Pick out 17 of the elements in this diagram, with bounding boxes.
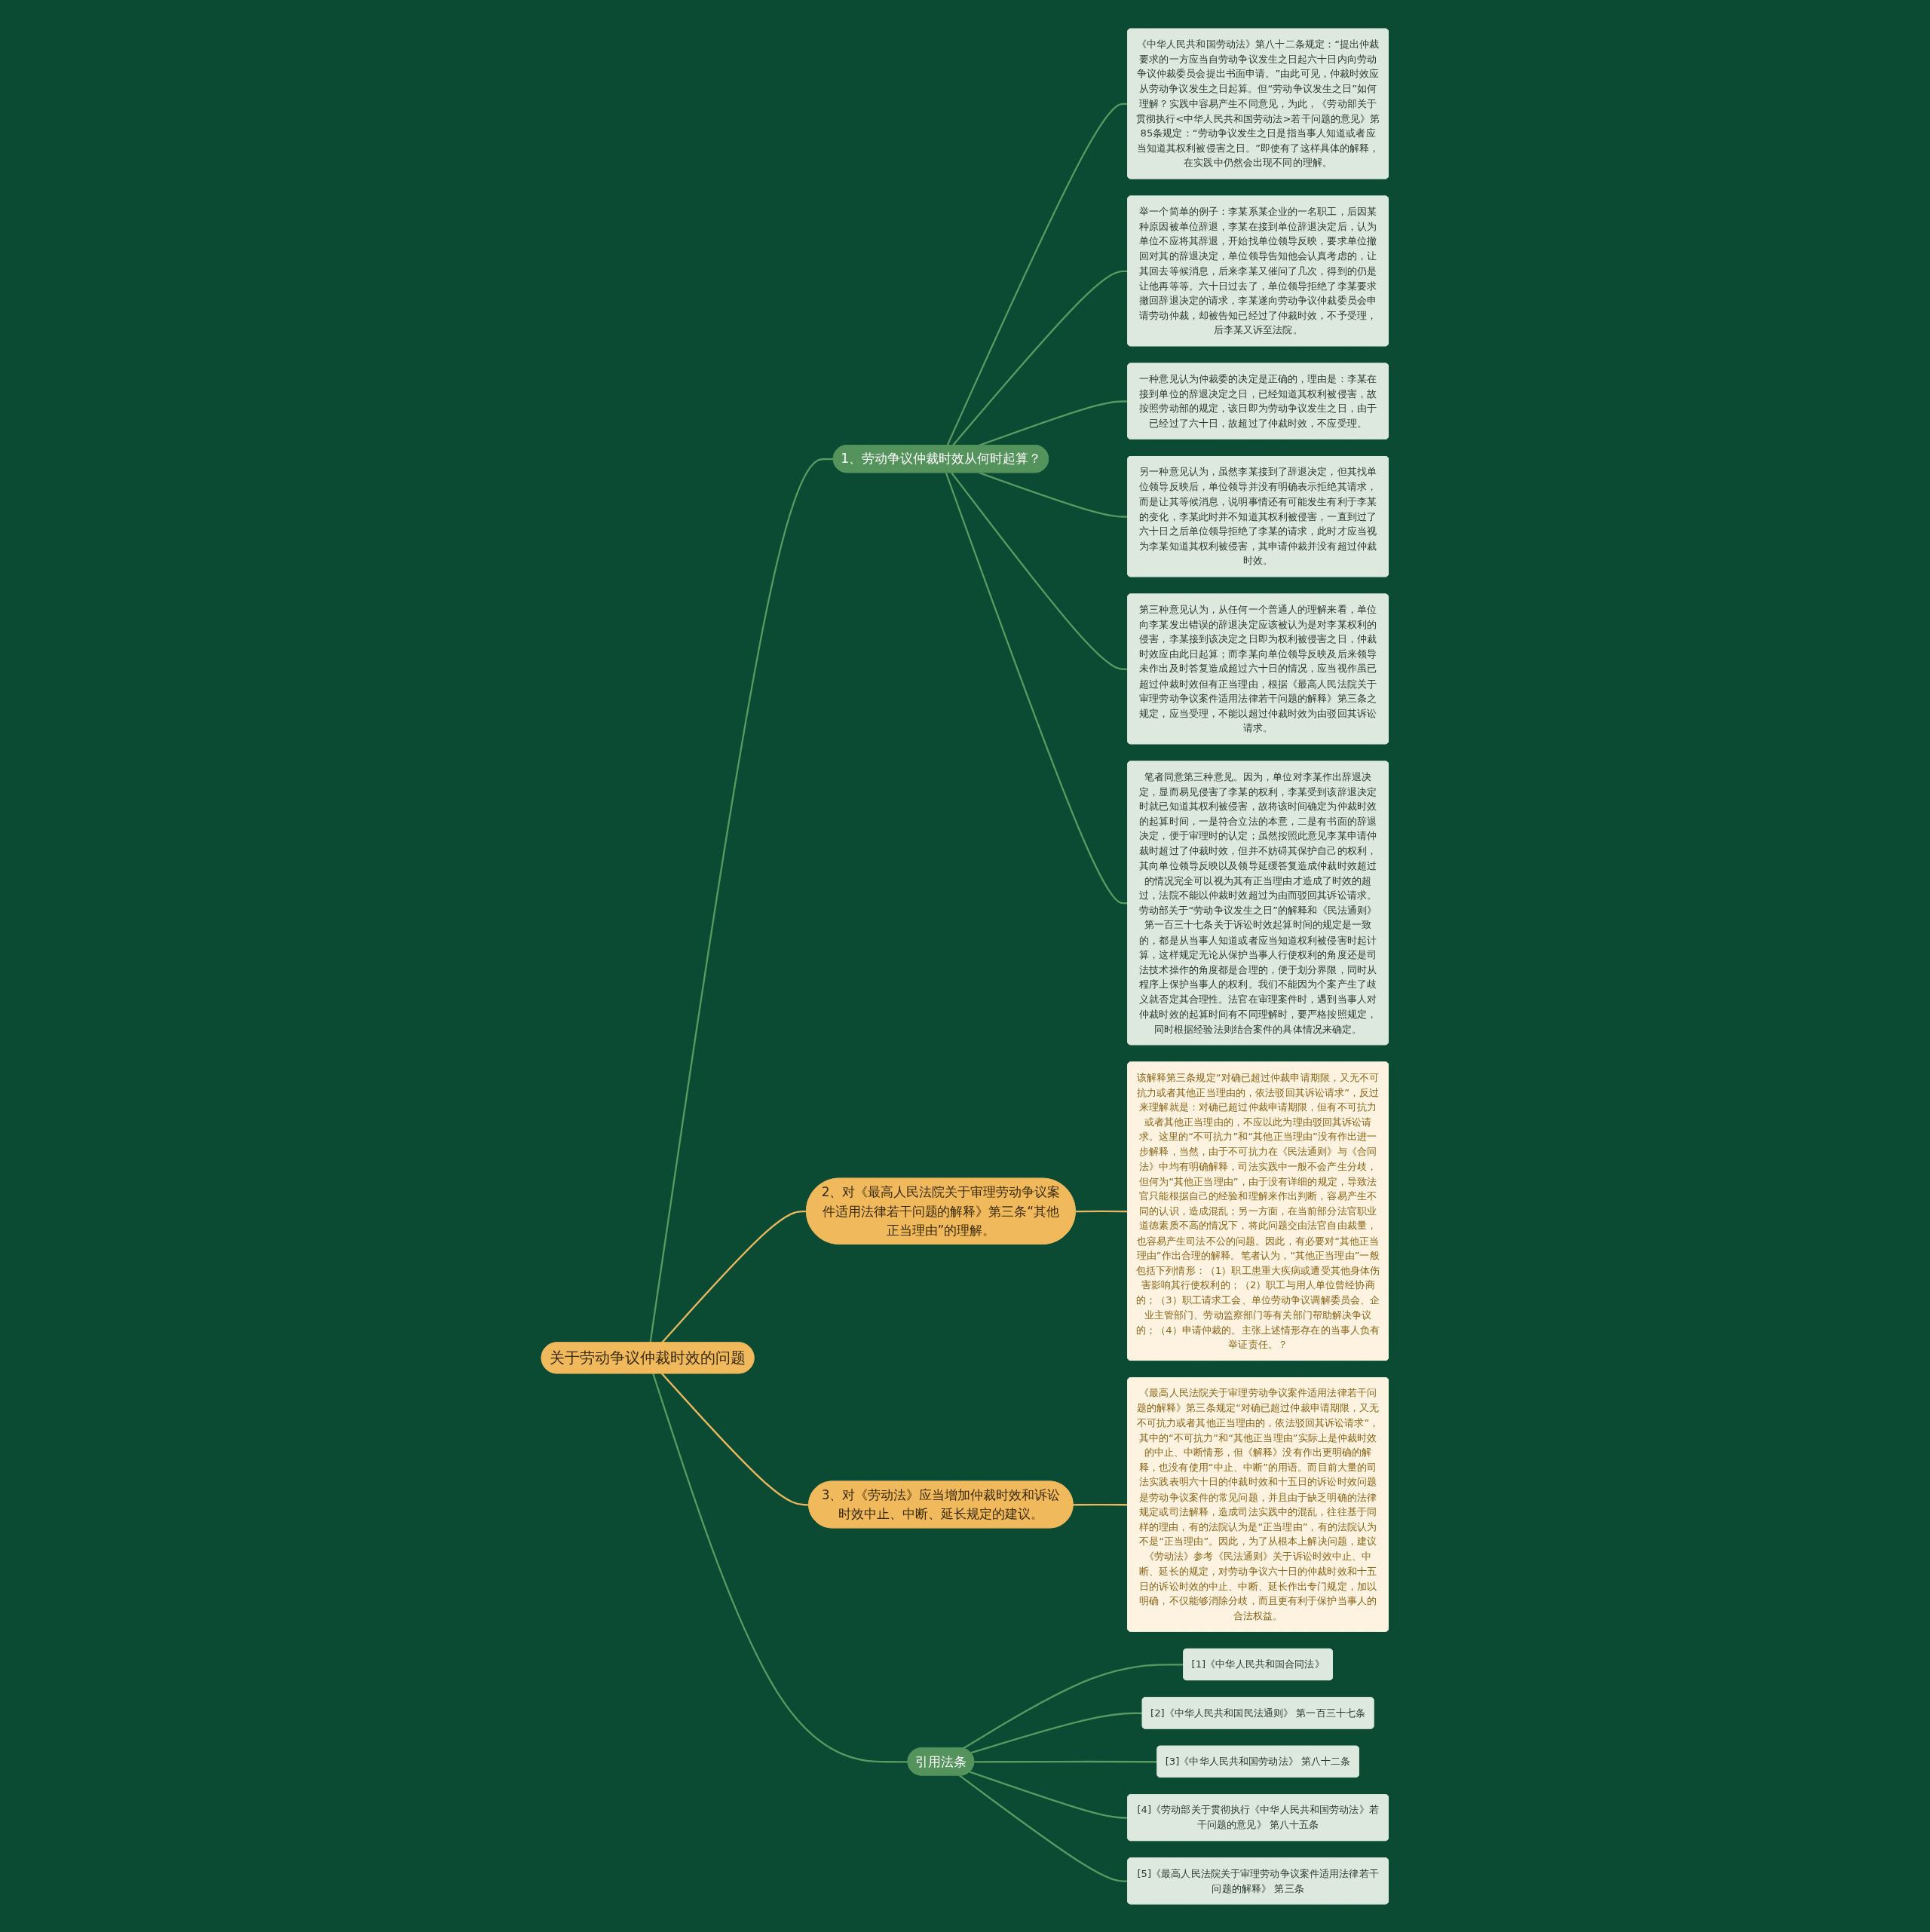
connector: [945, 472, 1129, 904]
connector: [979, 471, 1129, 518]
connector: [946, 103, 1129, 445]
connector: [979, 400, 1129, 446]
connector: [974, 1760, 1158, 1762]
connector: [963, 1663, 1184, 1749]
connector: [970, 1712, 1143, 1753]
connector: [649, 458, 834, 1343]
connector: [1075, 1210, 1129, 1212]
connector: [970, 1770, 1129, 1819]
connector: [952, 270, 1129, 446]
connector: [1073, 1503, 1129, 1505]
connector: [959, 1774, 1129, 1882]
connector: [661, 1372, 810, 1505]
connector: [951, 472, 1129, 670]
connector: [652, 1373, 908, 1762]
connector: [661, 1210, 807, 1343]
